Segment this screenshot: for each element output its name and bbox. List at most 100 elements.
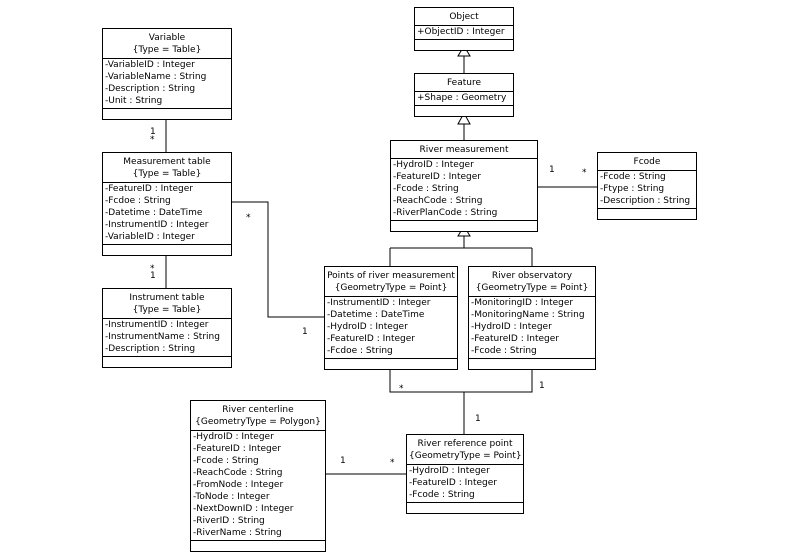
class-name: Object (449, 12, 479, 22)
attribute: -Description : String (600, 196, 691, 206)
class-operations (325, 359, 457, 369)
class-river-observatory: River observatory {GeometryType = Point}… (468, 266, 596, 370)
attribute: -FeatureID : Integer (409, 478, 497, 488)
class-header: Object (415, 8, 513, 26)
class-operations (407, 503, 523, 513)
observatory-merge-line (464, 370, 533, 393)
class-feature: Feature +Shape : Geometry (414, 73, 514, 117)
class-stereotype: {GeometryType = Point} (409, 451, 522, 461)
attribute: -FeatureID : Integer (327, 334, 415, 344)
class-object: Object +ObjectID : Integer (414, 7, 514, 51)
attribute: -Description : String (105, 344, 196, 354)
attribute: -HydroID : Integer (409, 466, 490, 476)
multiplicity-points-left: 1 (302, 327, 308, 337)
class-variable: Variable {Type = Table} -VariableID : In… (102, 28, 232, 120)
class-operations (103, 357, 231, 367)
attribute: -HydroID : Integer (327, 322, 408, 332)
attribute: -VariableID : Integer (105, 60, 195, 70)
class-stereotype: {GeometryType = Point} (475, 283, 589, 293)
class-attributes: -HydroID : Integer -FeatureID : Integer … (191, 431, 325, 541)
attribute: -MonitoringName : String (471, 310, 585, 320)
multiplicity-measurement-right: * (246, 213, 251, 223)
attribute: -HydroID : Integer (393, 160, 474, 170)
attribute: -Datetime : DateTime (327, 310, 425, 320)
class-attributes: -HydroID : Integer -FeatureID : Integer … (407, 465, 523, 503)
attribute: +ObjectID : Integer (417, 27, 505, 37)
attribute: -Ftype : String (600, 184, 665, 194)
class-operations (191, 541, 325, 551)
class-river-centerline: River centerline {GeometryType = Polygon… (190, 400, 326, 552)
class-name: Variable (148, 33, 186, 43)
class-stereotype: {Type = Table} (132, 169, 202, 179)
class-operations (391, 221, 537, 231)
class-stereotype: {Type = Table} (132, 305, 202, 315)
class-name: Feature (446, 78, 481, 88)
class-stereotype: {GeometryType = Polygon} (195, 417, 321, 427)
attribute: -InstrumentName : String (105, 332, 220, 342)
attribute: -RiverName : String (193, 528, 282, 538)
attribute: -InstrumentID : Integer (105, 320, 209, 330)
class-fcode: Fcode -Fcode : String -Ftype : String -D… (597, 152, 697, 220)
class-stereotype: {Type = Table} (132, 45, 202, 55)
class-attributes: -VariableID : Integer -VariableName : St… (103, 59, 231, 109)
class-header: Points of river measurement {GeometryTyp… (325, 267, 457, 297)
class-stereotype: {GeometryType = Point} (334, 283, 448, 293)
attribute: -HydroID : Integer (471, 322, 552, 332)
class-name: River centerline (222, 405, 294, 415)
class-header: Measurement table {Type = Table} (103, 153, 231, 183)
attribute: -HydroID : Integer (193, 432, 274, 442)
feature-generalization-arrow (457, 45, 471, 57)
multiplicity-variable: 1 (150, 127, 156, 137)
multiplicity-subtypes-merge: * (399, 384, 404, 394)
multiplicity-observatory: 1 (539, 381, 545, 391)
multiplicity-fcode: * (582, 168, 587, 178)
class-header: River centerline {GeometryType = Polygon… (191, 401, 325, 431)
attribute: -InstrumentID : Integer (327, 298, 431, 308)
class-operations (103, 245, 231, 255)
attribute: -InstrumentID : Integer (105, 220, 209, 230)
multiplicity-instrument: 1 (150, 271, 156, 281)
attribute: -VariableName : String (105, 72, 207, 82)
multiplicity-measurement-top: * (150, 135, 155, 145)
class-attributes: -InstrumentID : Integer -InstrumentName … (103, 319, 231, 357)
class-measurement-table: Measurement table {Type = Table} -Featur… (102, 152, 232, 256)
class-attributes: -FeatureID : Integer -Fcdoe : String -Da… (103, 183, 231, 245)
class-operations (415, 40, 513, 50)
class-attributes: -Fcode : String -Ftype : String -Descrip… (598, 171, 696, 209)
class-name: River observatory (491, 271, 573, 281)
class-points-of-river-measurement: Points of river measurement {GeometryTyp… (324, 266, 458, 370)
rivermeas-generalization-arrow (457, 111, 471, 125)
attribute: -FeatureID : Integer (471, 334, 559, 344)
class-header: Fcode (598, 153, 696, 171)
multiplicity-centerline: 1 (340, 456, 346, 466)
attribute: -Fcode : String (471, 346, 537, 356)
attribute: -Fcdoe : String (327, 346, 393, 356)
attribute: -MonitoringID : Integer (471, 298, 574, 308)
class-header: River reference point {GeometryType = Po… (407, 435, 523, 465)
attribute: -RiverPlanCode : String (393, 208, 498, 218)
attribute: -ReachCode : String (393, 196, 483, 206)
attribute: -Datetime : DateTime (105, 208, 203, 218)
class-header: River measurement (391, 141, 537, 159)
class-name: Fcode (633, 157, 661, 167)
class-header: Variable {Type = Table} (103, 29, 231, 59)
attribute: -Fcode : String (600, 172, 666, 182)
attribute: -FeatureID : Integer (105, 184, 193, 194)
class-header: Instrument table {Type = Table} (103, 289, 231, 319)
class-attributes: -HydroID : Integer -FeatureID : Integer … (391, 159, 537, 221)
attribute: -RiverID : String (193, 516, 265, 526)
class-header: Feature (415, 74, 513, 92)
attribute: -Fcode : String (193, 456, 259, 466)
attribute: +Shape : Geometry (417, 93, 507, 103)
class-operations (103, 109, 231, 119)
attribute: -Unit : String (105, 96, 163, 106)
class-instrument-table: Instrument table {Type = Table} -Instrum… (102, 288, 232, 368)
class-attributes: -MonitoringID : Integer -MonitoringName … (469, 297, 595, 359)
class-operations (598, 209, 696, 219)
class-name: River reference point (417, 439, 513, 449)
attribute: -FromNode : Integer (193, 480, 284, 490)
measurement-points-line (232, 201, 324, 318)
multiplicity-rivermeas-right: 1 (549, 165, 555, 175)
multiplicity-refpoint-top: 1 (475, 414, 481, 424)
